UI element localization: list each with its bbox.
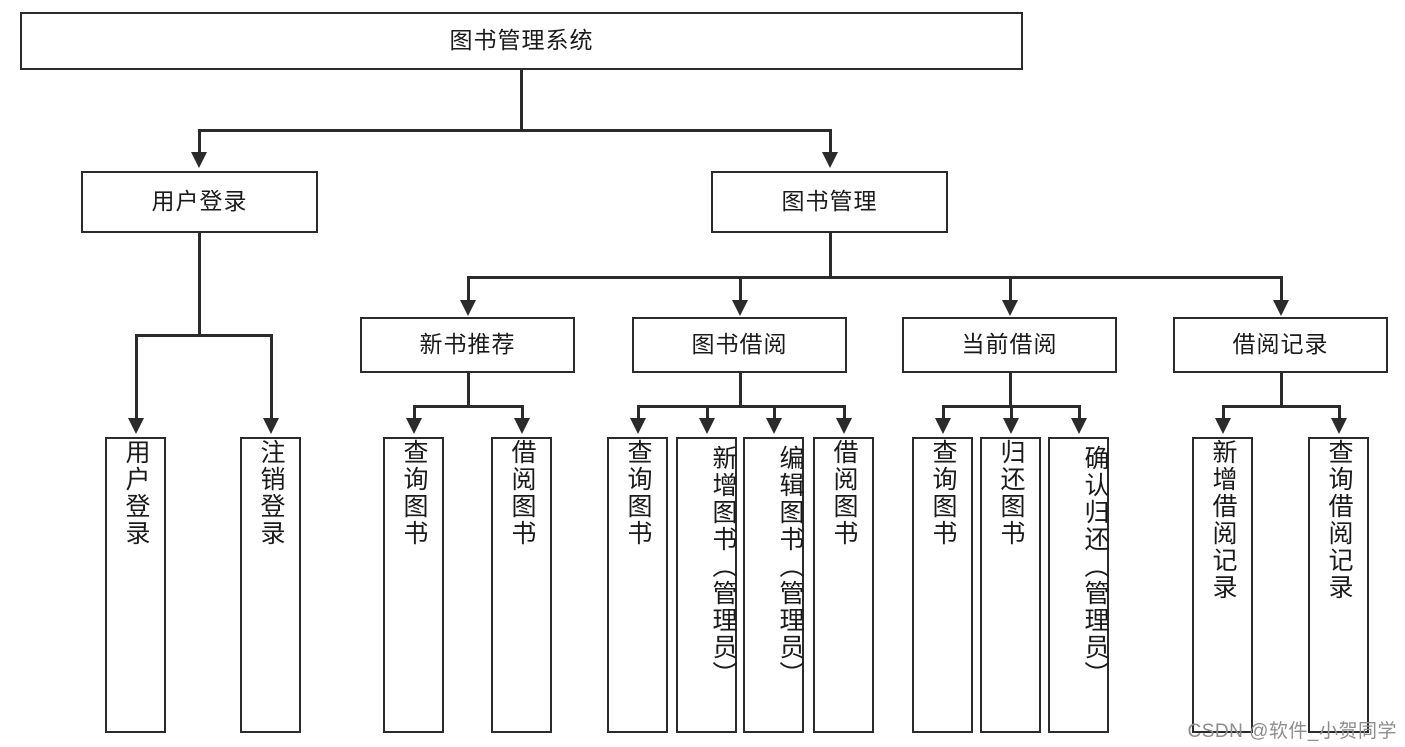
- connector-user-login-stem: [198, 233, 201, 336]
- arrowhead-root-to-user-login: [191, 152, 207, 168]
- connector-book-management-bar: [467, 276, 1283, 279]
- connector-bm-to-borrow-record: [1280, 276, 1283, 304]
- connector-bb-to-leaf-3: [773, 405, 776, 420]
- leaf-label: 查询图书: [929, 439, 957, 547]
- arrowhead-cb-to-leaf-1: [935, 418, 951, 434]
- node-borrow-record[interactable]: 借阅记录: [1173, 317, 1388, 373]
- node-current-borrow[interactable]: 当前借阅: [902, 317, 1117, 373]
- node-new-book-recommend[interactable]: 新书推荐: [360, 317, 575, 373]
- leaf-label: 借阅图书: [508, 439, 536, 547]
- node-book-management[interactable]: 图书管理: [711, 171, 948, 233]
- leaf-logout[interactable]: 注销登录: [240, 437, 301, 733]
- leaf-label: 新增图书（管理员）: [709, 445, 737, 688]
- arrowhead-bb-to-leaf-3: [766, 418, 782, 434]
- connector-book-management-stem: [829, 233, 832, 278]
- connector-new-book-to-leaf-2: [521, 405, 524, 420]
- arrowhead-user-login-to-leaf-2: [263, 418, 279, 434]
- connector-bm-to-current-borrow: [1009, 276, 1012, 304]
- leaf-label: 新增借阅记录: [1209, 439, 1237, 601]
- arrowhead-br-to-leaf-2: [1331, 418, 1347, 434]
- leaf-borrow-book-1[interactable]: 借阅图书: [491, 437, 552, 733]
- connector-bb-to-leaf-2: [706, 405, 709, 420]
- leaf-edit-book[interactable]: 编辑图书（管理员）: [743, 437, 804, 733]
- node-book-management-system[interactable]: 图书管理系统: [20, 12, 1023, 70]
- arrowhead-bb-to-leaf-2: [699, 418, 715, 434]
- leaf-label: 注销登录: [257, 439, 285, 547]
- node-label: 新书推荐: [419, 331, 516, 358]
- connector-cb-to-leaf-1: [942, 405, 945, 420]
- connector-root-to-user-login: [198, 129, 201, 154]
- arrowhead-bm-to-borrow-record: [1273, 300, 1289, 316]
- leaf-query-book-1[interactable]: 查询图书: [383, 437, 444, 733]
- connector-book-borrow-stem: [739, 373, 742, 407]
- csdn-watermark: CSDN @软件_小贺同学: [1187, 721, 1397, 742]
- leaf-label: 借阅图书: [830, 439, 858, 547]
- connector-new-book-to-leaf-1: [413, 405, 416, 420]
- arrowhead-bb-to-leaf-1: [630, 418, 646, 434]
- connector-root-bar: [198, 129, 831, 132]
- arrowhead-bm-to-new-book: [460, 300, 476, 316]
- connector-br-to-leaf-2: [1338, 405, 1341, 420]
- leaf-query-record[interactable]: 查询借阅记录: [1308, 437, 1369, 733]
- connector-bm-to-book-borrow: [739, 276, 742, 304]
- connector-user-login-to-leaf-2: [270, 334, 273, 420]
- node-label: 当前借阅: [961, 331, 1058, 358]
- leaf-confirm-return[interactable]: 确认归还（管理员）: [1048, 437, 1109, 733]
- arrowhead-br-to-leaf-1: [1215, 418, 1231, 434]
- node-user-login[interactable]: 用户登录: [81, 171, 318, 233]
- arrowhead-root-to-book-management: [822, 152, 838, 168]
- connector-borrow-record-stem: [1280, 373, 1283, 407]
- leaf-user-login[interactable]: 用户登录: [105, 437, 166, 733]
- connector-user-login-to-leaf-1: [135, 334, 138, 420]
- node-label: 图书借阅: [691, 331, 788, 358]
- connector-new-book-stem: [467, 373, 470, 407]
- arrowhead-new-book-to-leaf-2: [514, 418, 530, 434]
- connector-root-stem: [520, 70, 523, 130]
- connector-current-borrow-stem: [1009, 373, 1012, 407]
- connector-user-login-bar: [135, 334, 270, 337]
- node-label: 用户登录: [151, 188, 248, 215]
- connector-bb-to-leaf-4: [843, 405, 846, 420]
- arrowhead-cb-to-leaf-3: [1071, 418, 1087, 434]
- arrowhead-cb-to-leaf-2: [1003, 418, 1019, 434]
- leaf-query-book-2[interactable]: 查询图书: [607, 437, 668, 733]
- node-label: 借阅记录: [1232, 331, 1329, 358]
- connector-bm-to-new-book: [467, 276, 470, 304]
- connector-root-to-book-management: [829, 129, 832, 154]
- leaf-label: 用户登录: [122, 439, 150, 547]
- arrowhead-user-login-to-leaf-1: [128, 418, 144, 434]
- arrowhead-new-book-to-leaf-1: [406, 418, 422, 434]
- connector-br-to-leaf-1: [1222, 405, 1225, 420]
- connector-cb-to-leaf-3: [1078, 405, 1081, 420]
- leaf-label: 查询图书: [624, 439, 652, 547]
- node-label: 图书管理: [781, 188, 878, 215]
- connector-borrow-record-bar: [1222, 405, 1340, 408]
- arrowhead-bm-to-book-borrow: [732, 300, 748, 316]
- connector-book-borrow-bar: [637, 405, 845, 408]
- leaf-borrow-book-2[interactable]: 借阅图书: [813, 437, 874, 733]
- connector-new-book-bar: [413, 405, 523, 408]
- leaf-add-record[interactable]: 新增借阅记录: [1192, 437, 1253, 733]
- connector-cb-to-leaf-2: [1010, 405, 1013, 420]
- arrowhead-bb-to-leaf-4: [836, 418, 852, 434]
- leaf-add-book[interactable]: 新增图书（管理员）: [676, 437, 737, 733]
- arrowhead-bm-to-current-borrow: [1002, 300, 1018, 316]
- leaf-label: 编辑图书（管理员）: [776, 445, 804, 688]
- leaf-label: 归还图书: [997, 439, 1025, 547]
- leaf-label: 查询图书: [400, 439, 428, 547]
- connector-bb-to-leaf-1: [637, 405, 640, 420]
- node-book-borrow[interactable]: 图书借阅: [632, 317, 847, 373]
- node-label: 图书管理系统: [449, 27, 594, 54]
- leaf-return-book[interactable]: 归还图书: [980, 437, 1041, 733]
- leaf-label: 确认归还（管理员）: [1081, 445, 1109, 688]
- leaf-query-book-3[interactable]: 查询图书: [912, 437, 973, 733]
- leaf-label: 查询借阅记录: [1325, 439, 1353, 601]
